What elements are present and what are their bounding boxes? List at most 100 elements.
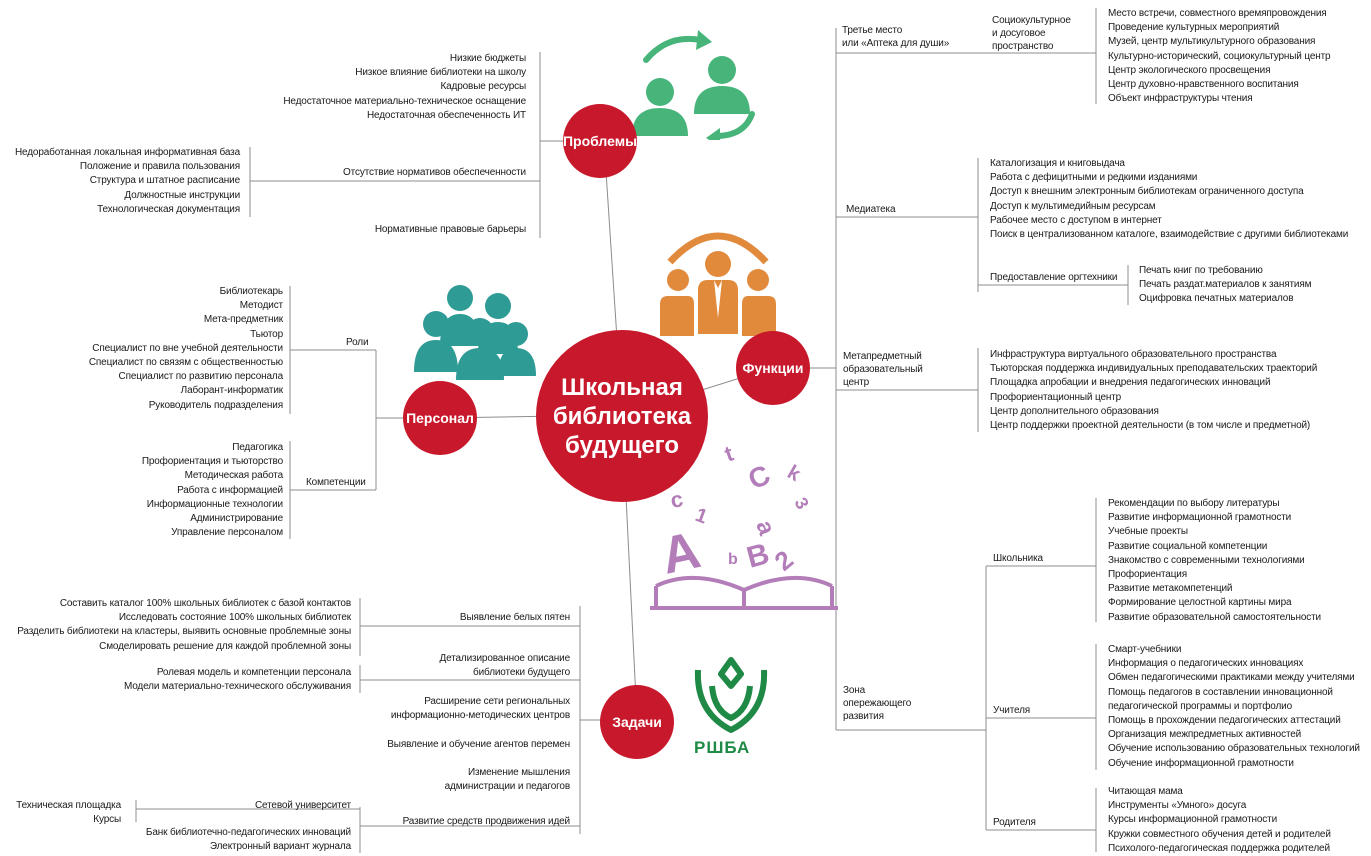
list-item: Кружки совместного обучения детей и роди… <box>1108 828 1331 840</box>
node-functions: Функции <box>736 331 810 405</box>
list-item: Разделить библиотеки на кластеры, выявит… <box>17 626 351 638</box>
list-item: Исследовать состояние 100% школьных библ… <box>118 612 351 624</box>
list-item: Структура и штатное расписание <box>89 175 240 187</box>
list-item: Электронный вариант журнала <box>209 841 351 853</box>
list-item: Информация о педагогических инновациях <box>1108 658 1304 670</box>
rshba-logo-icon <box>694 657 768 733</box>
list-item: Инфраструктура виртуального образователь… <box>990 349 1277 360</box>
svg-text:1: 1 <box>692 504 710 528</box>
list-item: Центр дополнительного образования <box>990 405 1159 417</box>
center-node: Школьная библиотека будущего <box>536 330 708 502</box>
list-item: Недостаточная обеспеченность ИТ <box>366 109 526 121</box>
list-item: Развитие информационной грамотности <box>1108 512 1292 524</box>
list-item: Обучение использованию образовательных т… <box>1108 743 1360 755</box>
center-title-line1: Школьная <box>561 373 683 401</box>
list-item: Центр духовно-нравственного воспитания <box>1108 79 1299 91</box>
list-item: Ролевая модель и компетенции персонала <box>156 667 351 678</box>
list-item: Мета-предметник <box>203 314 283 326</box>
list-item: Место встречи, совместного времяпровожде… <box>1108 8 1327 19</box>
tasks-white-spots-label: Выявление белых пятен <box>459 612 570 623</box>
list-item: Доступ к внешним электронным библиотекам… <box>990 186 1304 198</box>
list-item: Психолого-педагогическая поддержка родит… <box>1108 842 1330 854</box>
func-teacher-list: Смарт-учебники Информация о педагогическ… <box>1108 643 1360 771</box>
list-item: Рабочее место с доступом в интернет <box>990 214 1162 226</box>
problems-norms-label: Отсутствие нормативов обеспеченности <box>343 167 526 178</box>
list-item: Рекомендации по выбору литературы <box>1108 498 1280 509</box>
center-title-line2: библиотека <box>552 402 692 430</box>
tasks-white-spots-list: Составить каталог 100% школьных библиоте… <box>17 597 351 654</box>
people-exchange-icon <box>632 30 755 140</box>
list-item: Педагогика <box>232 442 283 453</box>
func-parent-list: Читающая мама Инструменты «Умного» досуг… <box>1108 785 1331 856</box>
list-item: Специалист по связям с общественностью <box>88 357 283 369</box>
func-student-list: Рекомендации по выбору литературы Развит… <box>1108 497 1321 625</box>
list-item: Руководитель подразделения <box>148 399 283 411</box>
list-item: Инструменты «Умного» досуга <box>1108 800 1247 812</box>
node-staff: Персонал <box>403 381 477 455</box>
list-item: Недоработанная локальная информативная б… <box>14 147 240 158</box>
list-item: Музей, центр мультикультурного образован… <box>1108 36 1316 48</box>
list-item: Низкие бюджеты <box>449 53 526 64</box>
list-item: Положение и правила пользования <box>79 161 240 173</box>
list-item: Центр поддержки проектной деятельности (… <box>990 420 1311 432</box>
list-item: Поиск в централизованном каталоге, взаим… <box>990 229 1349 241</box>
func-student-label: Школьника <box>993 553 1043 564</box>
func-sociocultural-list: Место встречи, совместного времяпровожде… <box>1108 7 1331 106</box>
list-item: Управление персоналом <box>171 527 283 539</box>
list-item: Специалист по вне учебной деятельности <box>92 342 283 354</box>
tasks-network-univ-list: Техническая площадка Курсы <box>16 799 121 827</box>
func-mediateka-list: Каталогизация и книговыдача Работа с деф… <box>990 157 1348 242</box>
list-item: Лаборант-информатик <box>180 385 283 397</box>
svg-text:C: C <box>743 459 774 496</box>
staff-competencies-list: Педагогика Профориентация и тьюторство М… <box>142 441 283 540</box>
list-item: Доступ к мультимедийным ресурсам <box>990 200 1156 212</box>
list-item: Профориентация и тьюторство <box>141 456 283 468</box>
list-item: Печать книг по требованию <box>1139 265 1263 276</box>
svg-text:c: c <box>669 486 685 513</box>
svg-text:t: t <box>721 440 737 466</box>
tasks-detailed-list: Ролевая модель и компетенции персонала М… <box>124 666 351 694</box>
tasks-promotion-list: Банк библиотечно-педагогических инноваци… <box>146 826 351 854</box>
list-item: Методическая работа <box>184 470 284 482</box>
func-mediateka-label: Медиатека <box>846 204 896 215</box>
list-item: Формирование целостной картины мира <box>1108 597 1292 609</box>
func-parent-label: Родителя <box>993 817 1036 828</box>
list-item: Обмен педагогическими практиками между у… <box>1108 672 1355 684</box>
list-item: Каталогизация и книговыдача <box>990 158 1125 169</box>
logo-text: РШБА <box>694 738 751 757</box>
center-title-line3: будущего <box>564 431 680 459</box>
staff-competencies-label: Компетенции <box>306 477 366 488</box>
svg-text:2: 2 <box>769 544 799 576</box>
func-teacher-label: Учителя <box>993 705 1031 716</box>
list-item: Профориентация <box>1108 569 1187 581</box>
list-item: педагогической программы и портфолио <box>1108 700 1292 712</box>
list-item: Тьютор <box>250 328 283 340</box>
list-item: Техническая площадка <box>16 800 121 811</box>
list-item: Культурно-исторический, социокультурный … <box>1108 50 1331 62</box>
list-item: Организация межпредметных активностей <box>1108 729 1302 741</box>
list-item: Работа с дефицитными и редкими изданиями <box>990 172 1198 184</box>
list-item: Составить каталог 100% школьных библиоте… <box>59 598 351 609</box>
list-item: Кадровые ресурсы <box>440 81 526 93</box>
list-item: Смоделировать решение для каждой проблем… <box>99 640 351 652</box>
list-item: Площадка апробации и внедрения педагогич… <box>990 377 1271 389</box>
node-tasks: Задачи <box>600 685 674 759</box>
list-item: Смарт-учебники <box>1108 644 1182 655</box>
func-office-list: Печать книг по требованию Печать раздат.… <box>1139 264 1311 307</box>
list-item: Администрирование <box>190 513 283 525</box>
func-advance-zone-label: Зона опережающего развития <box>843 685 912 722</box>
list-item: Недостаточное материально-техническое ос… <box>283 95 526 107</box>
list-item: Центр экологического просвещения <box>1108 64 1271 76</box>
list-item: Специалист по развитию персонала <box>118 371 284 383</box>
list-item: Информационные технологии <box>146 498 283 510</box>
list-item: Развитие социальной компетенции <box>1108 540 1268 552</box>
tasks-mindset-label: Изменение мышления администрации и педаг… <box>444 767 571 793</box>
list-item: Курсы <box>93 814 121 826</box>
business-group-icon <box>660 232 776 336</box>
list-item: Библиотекарь <box>219 286 284 297</box>
problems-barriers-label: Нормативные правовые барьеры <box>374 224 526 235</box>
list-item: Модели материально-технического обслужив… <box>123 681 351 693</box>
list-item: Работа с информацией <box>177 484 283 496</box>
